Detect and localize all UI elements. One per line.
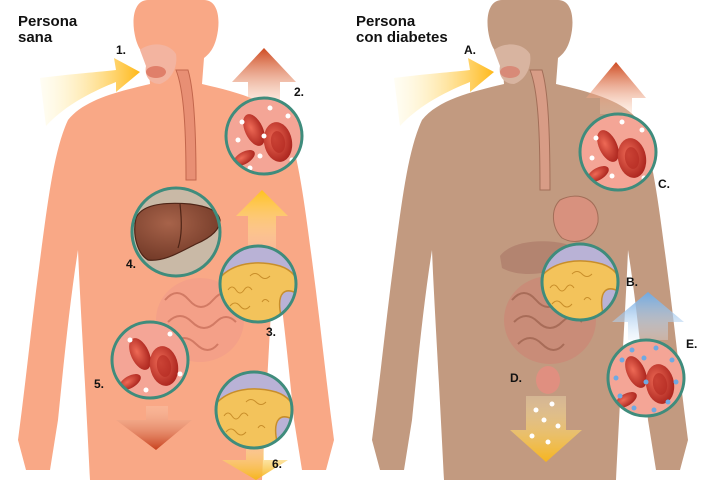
title-diabetic-line2: con diabetes	[356, 29, 448, 46]
title-diabetic-person: Persona con diabetes	[356, 14, 448, 46]
title-healthy-line1: Persona	[18, 13, 78, 30]
inset-blood-cells-glucose-diabetic	[606, 338, 686, 418]
glucose-down-arrow-healthy	[116, 406, 192, 450]
inset-blood-cells-diabetic	[578, 112, 658, 192]
diabetic-stomach	[553, 195, 599, 242]
insulin-up-arrow-healthy	[236, 190, 288, 250]
glucose-up-arrow-diabetic	[612, 292, 684, 340]
inset-pancreas-healthy	[218, 244, 298, 324]
label-3: 3.	[266, 325, 277, 339]
title-healthy-person: Persona sana	[18, 14, 77, 46]
energy-up-arrow-diabetic	[586, 62, 646, 114]
inset-pancreas-diabetic	[540, 242, 620, 322]
title-diabetic-line1: Persona	[356, 13, 416, 30]
air-arrow-healthy	[40, 58, 140, 126]
diabetic-esophagus	[529, 69, 551, 191]
glucose-urine-arrow-diabetic	[510, 396, 582, 462]
diabetic-bladder	[536, 366, 560, 394]
inset-liver-healthy	[130, 186, 222, 278]
air-arrow-diabetic	[394, 58, 494, 126]
label-6: 6.	[272, 457, 283, 471]
label-4: 4.	[126, 257, 137, 271]
label-2: 2.	[294, 85, 305, 99]
inset-blood-cells-lower-healthy	[110, 320, 190, 400]
label-a: A.	[464, 43, 476, 57]
label-e: E.	[686, 337, 698, 351]
inset-pancreas-lower-healthy	[214, 370, 294, 450]
label-5: 5.	[94, 377, 105, 391]
label-d: D.	[510, 371, 522, 385]
label-b: B.	[626, 275, 638, 289]
title-healthy-line2: sana	[18, 29, 53, 46]
label-1: 1.	[116, 43, 127, 57]
energy-up-arrow-healthy	[232, 48, 296, 108]
insulin-down-arrow-healthy	[222, 440, 288, 480]
inset-blood-cells-healthy	[224, 96, 304, 176]
healthy-esophagus	[175, 69, 197, 181]
label-c: C.	[658, 177, 670, 191]
